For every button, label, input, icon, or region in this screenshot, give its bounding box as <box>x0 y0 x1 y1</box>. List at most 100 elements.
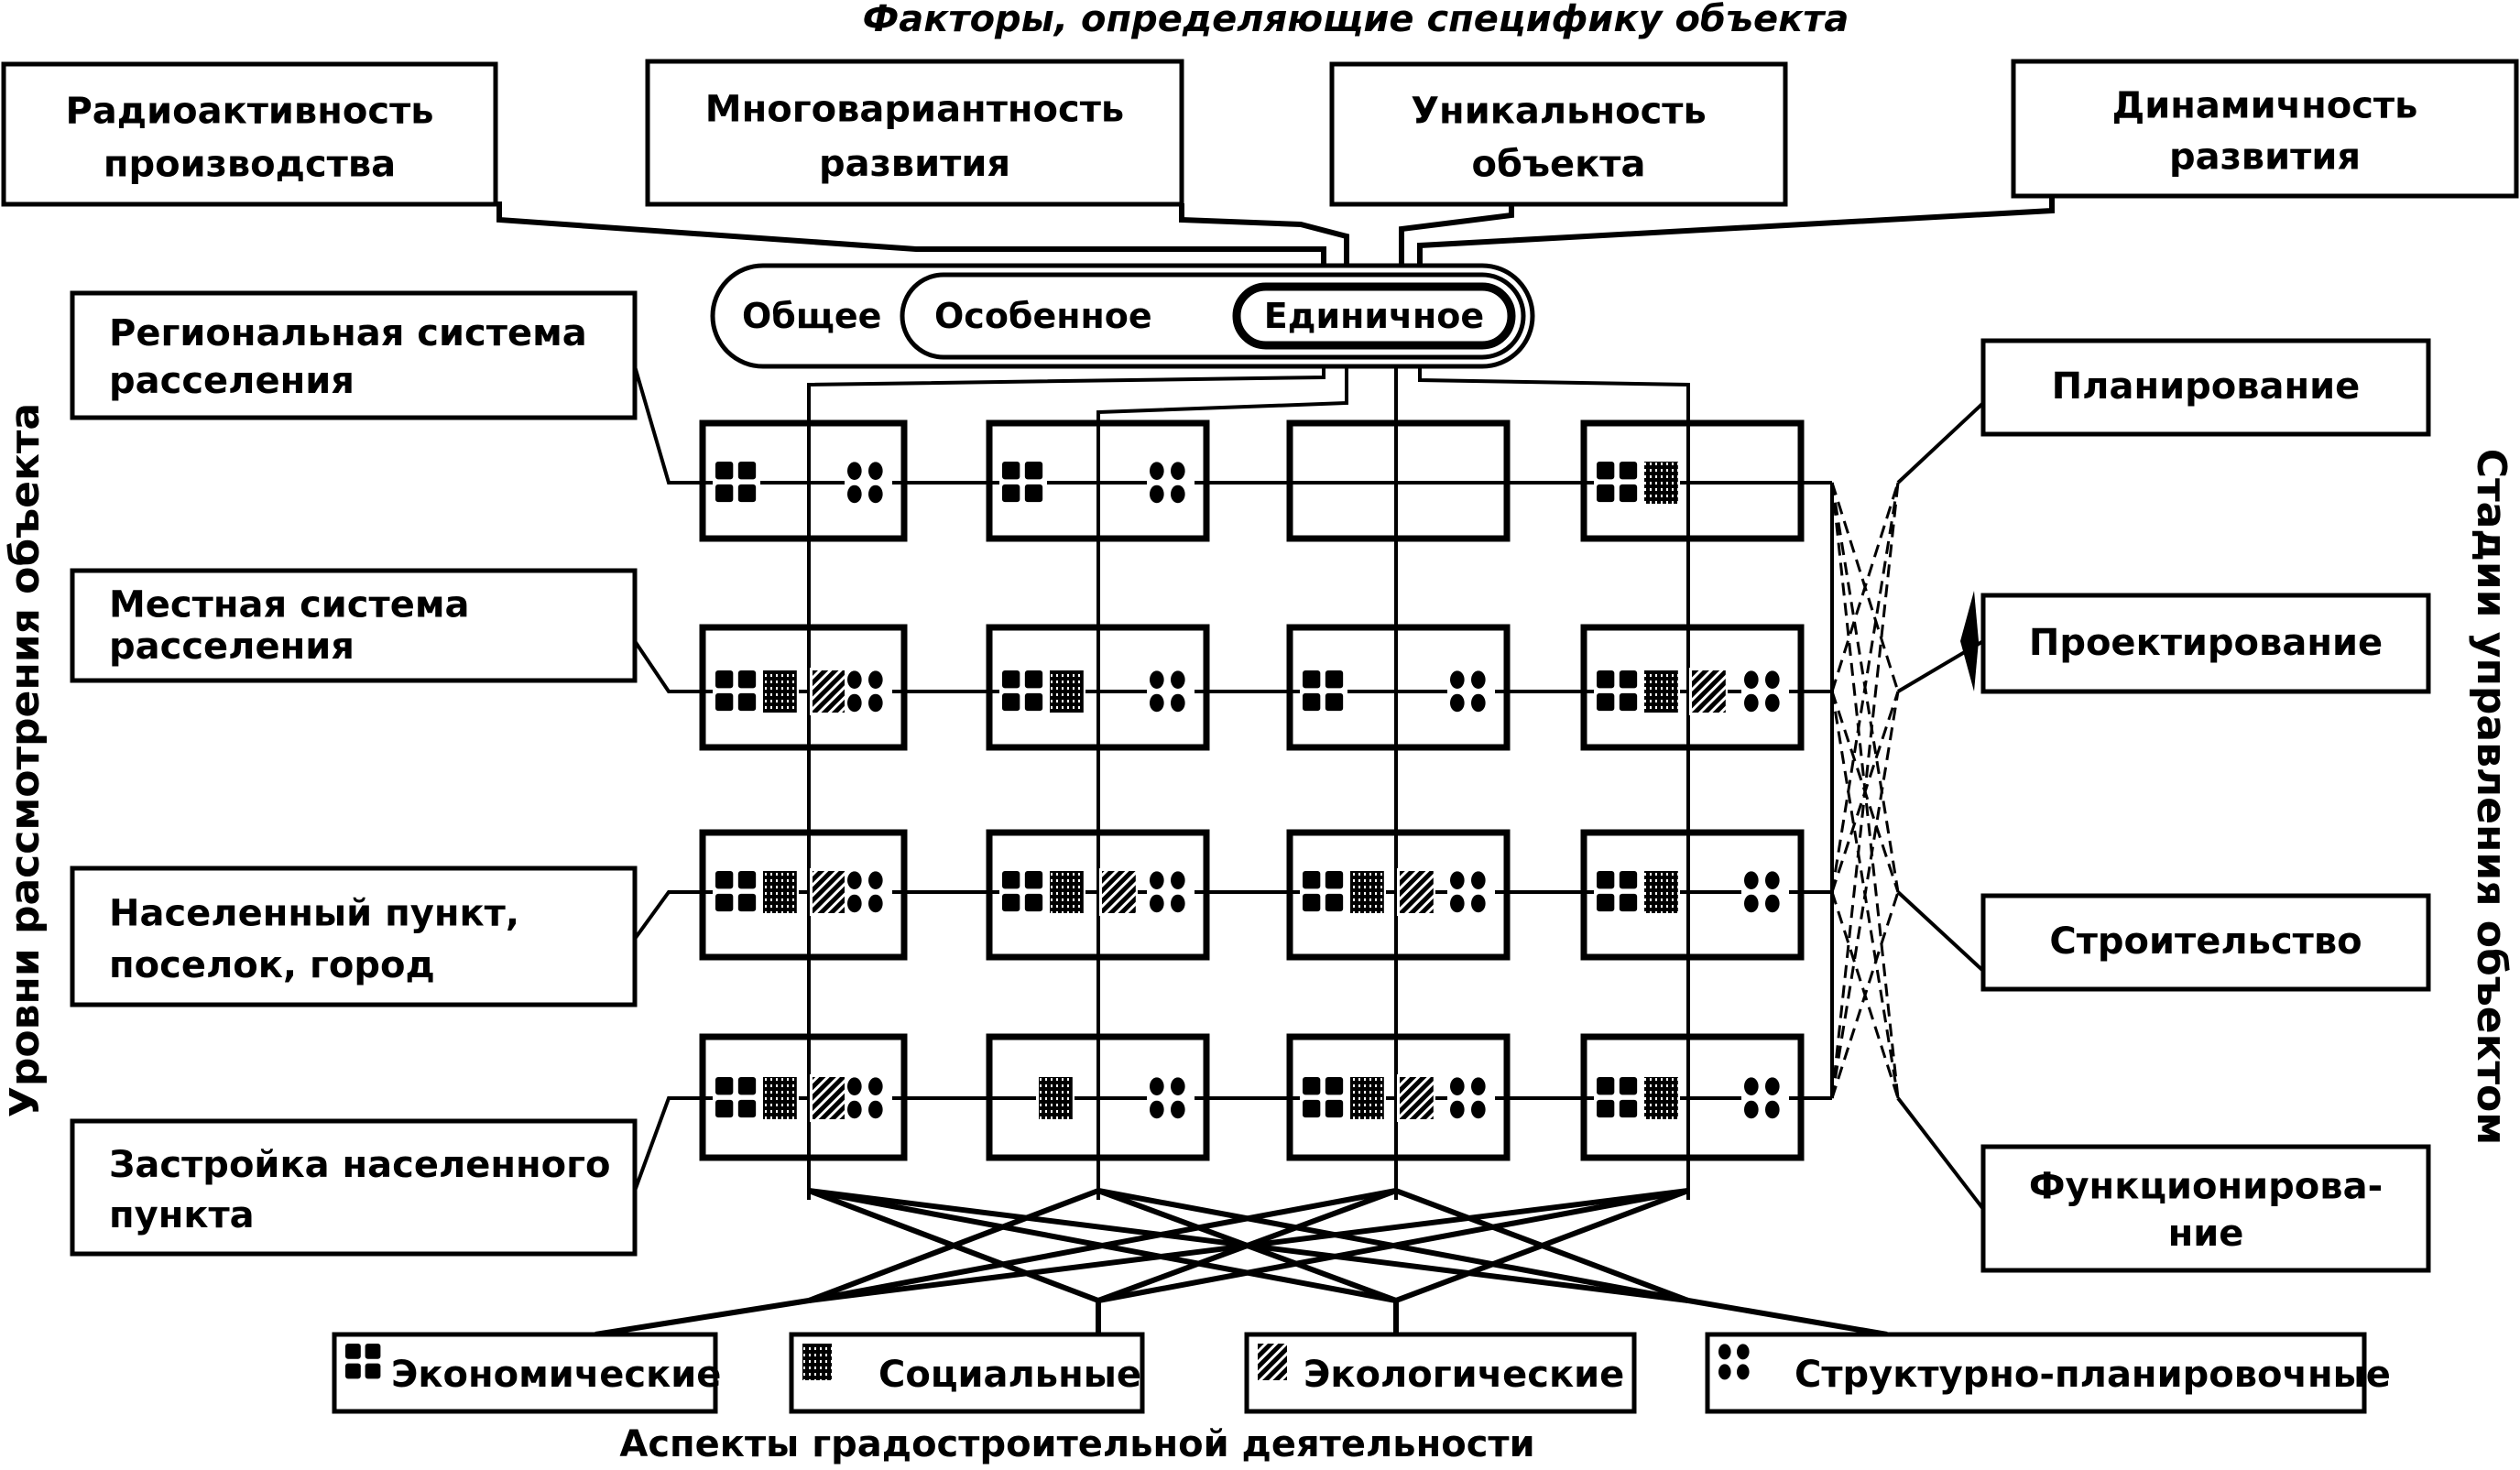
social-grid-icon <box>1642 868 1680 916</box>
structural-dot <box>1150 1077 1164 1095</box>
stages-group: ПланированиеПроектированиеСтроительствоФ… <box>1980 338 2431 1273</box>
factor-box-frame <box>645 59 1184 207</box>
aspect-cross-line <box>808 1188 1689 1303</box>
factor-connector <box>1399 203 1514 266</box>
matrix-cell <box>1286 1033 1511 1161</box>
economic-square <box>1597 484 1615 503</box>
economic-squares-icon <box>713 1074 760 1122</box>
social-grid-icon <box>1036 1074 1075 1122</box>
factor-box: Многовариантность развития <box>645 59 1184 207</box>
structural-dot <box>868 1100 883 1119</box>
structural-dot <box>868 693 883 713</box>
factor-box-line1: Многовариантность <box>705 89 1124 131</box>
structural-dots-icon <box>1447 868 1495 916</box>
aspect-box: Структурно-планировочные <box>1705 1332 2391 1414</box>
structural-dots-icon <box>1741 1074 1789 1122</box>
structural-dot <box>1171 462 1185 480</box>
structural-dots-icon <box>1147 1074 1195 1122</box>
social-grid <box>1644 670 1678 713</box>
economic-square <box>1619 484 1638 503</box>
level-box-frame <box>70 568 638 683</box>
structural-dot <box>1471 894 1486 913</box>
economic-square <box>1303 692 1321 712</box>
structural-dot <box>1171 1100 1185 1119</box>
aspect-cross-line <box>807 1188 1100 1303</box>
social-grid-icon <box>802 1344 832 1380</box>
economic-square <box>715 1077 734 1095</box>
level-box-line2: расселения <box>109 626 355 668</box>
structural-dot <box>1744 1100 1759 1119</box>
economic-squares-icon <box>1300 868 1347 916</box>
structural-dot <box>1150 693 1164 713</box>
structural-dot <box>1471 693 1486 713</box>
structural-dot <box>1171 485 1185 504</box>
economic-square <box>715 893 734 912</box>
structural-dot <box>1171 1077 1185 1095</box>
social-grid <box>1350 1077 1384 1119</box>
economic-square <box>1325 692 1344 712</box>
structural-dots-icon <box>845 668 892 715</box>
economic-square <box>1002 692 1020 712</box>
economic-square <box>1002 462 1020 480</box>
aspect-label: Социальные <box>878 1354 1141 1396</box>
economic-square <box>715 871 734 889</box>
special-label: Особенное <box>934 296 1152 336</box>
economic-square <box>1325 871 1344 889</box>
matrix-cell <box>1580 419 1805 542</box>
economic-square <box>345 1344 361 1359</box>
matrix-cell <box>1580 829 1805 961</box>
matrix-cell <box>1286 829 1511 961</box>
structural-dot <box>1765 1077 1780 1095</box>
economic-square <box>715 484 734 503</box>
economic-square <box>365 1363 381 1379</box>
stage-box-frame <box>1980 893 2431 992</box>
economic-square <box>1619 692 1638 712</box>
ecological-hatch <box>1258 1344 1287 1380</box>
factor-box-line2: развития <box>819 143 1010 185</box>
structural-dot <box>1150 871 1164 889</box>
structural-dot <box>847 1100 862 1119</box>
social-grid <box>763 871 797 913</box>
structural-dot <box>1744 871 1759 889</box>
economic-square <box>365 1344 381 1359</box>
structural-dot <box>1450 1077 1465 1095</box>
level-connector <box>633 890 701 941</box>
ecological-hatch-icon <box>1258 1344 1287 1380</box>
ecological-hatch-icon <box>810 668 848 715</box>
social-grid-icon <box>1347 1074 1386 1122</box>
structural-dots-icon <box>1447 1074 1495 1122</box>
factor-connector <box>1417 196 2055 266</box>
structural-dot <box>1737 1344 1750 1360</box>
stage-box-line1: Строительство <box>2049 920 2362 963</box>
structural-dots-icon <box>1741 868 1789 916</box>
ecological-hatch <box>813 871 846 913</box>
economic-square <box>737 670 757 689</box>
stage-box-line1: Проектирование <box>2029 622 2383 664</box>
structural-dot <box>868 1077 883 1095</box>
structural-dot <box>868 871 883 889</box>
column-connector <box>1096 366 1348 1200</box>
economic-square <box>1325 1099 1344 1118</box>
structural-dot <box>1765 871 1780 889</box>
structural-dot <box>1171 693 1185 713</box>
stage-box-line1: Функционирова- <box>2029 1166 2383 1208</box>
structural-dot <box>1150 1100 1164 1119</box>
factor-box-frame <box>1329 61 1788 207</box>
matrix-cell <box>1286 624 1511 751</box>
ecological-hatch <box>813 670 846 713</box>
arrow-icon <box>1960 591 1979 691</box>
structural-dots-icon <box>845 1074 892 1122</box>
social-grid <box>1039 1077 1073 1119</box>
level-box-line1: Местная система <box>109 583 470 626</box>
generality-scale: Общее Особенное Единичное <box>710 263 1535 369</box>
factor-box-line2: производства <box>104 143 396 185</box>
stage-box: Проектирование <box>1980 593 2431 694</box>
social-grid-icon <box>760 868 799 916</box>
structural-dot <box>1471 1100 1486 1119</box>
economic-square <box>1024 692 1043 712</box>
aspect-label: Экономические <box>391 1354 721 1396</box>
economic-square <box>715 462 734 480</box>
